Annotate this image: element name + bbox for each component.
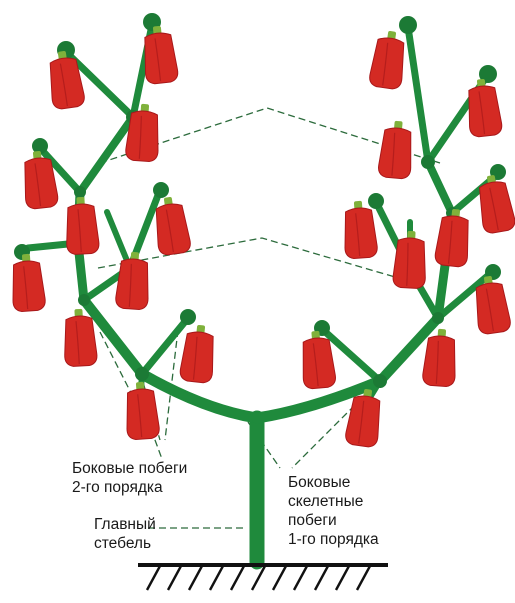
stem-node [432, 312, 444, 324]
ground-hatch [357, 566, 370, 590]
pepper-fruit [465, 77, 503, 137]
pepper-fruit [141, 24, 179, 84]
label-line: 1-го порядка [288, 530, 379, 549]
ground-hatch [210, 566, 223, 590]
ground-hatch [168, 566, 181, 590]
label-lateral-2nd-order: Боковые побеги 2-го порядка [72, 459, 187, 497]
pepper-body [422, 335, 458, 387]
stem-node [135, 367, 149, 381]
ground-hatch [315, 566, 328, 590]
pepper-fruit [124, 381, 160, 440]
pepper-fruit [434, 207, 472, 267]
stem-node [74, 186, 86, 198]
label-line: побеги [288, 511, 379, 530]
pepper-body [393, 237, 428, 289]
stem-node [399, 16, 417, 34]
ground-hatch [189, 566, 202, 590]
pepper-fruit [368, 29, 408, 90]
pepper-fruit [46, 49, 86, 110]
stem-node [368, 193, 384, 209]
pepper-body [65, 203, 100, 255]
pepper-body [63, 315, 98, 367]
stem-node [180, 309, 196, 325]
pepper-fruit [342, 200, 378, 259]
pepper-fruit [422, 328, 458, 387]
stem-node [421, 155, 435, 169]
pepper-fruit [378, 120, 415, 180]
label-line: Боковые [288, 473, 379, 492]
label-line: 2-го порядка [72, 478, 187, 497]
label-line: Главный [94, 515, 156, 534]
label-line: скелетные [288, 492, 379, 511]
pepper-fruit [179, 323, 217, 383]
pepper-fruit [10, 253, 46, 312]
pepper-body [378, 127, 414, 180]
label-lateral-1st-order: Боковые скелетные побеги 1-го порядка [288, 473, 379, 549]
ground-hatch [294, 566, 307, 590]
ground-hatch [252, 566, 265, 590]
pepper-body [125, 110, 161, 162]
pepper-body [434, 214, 471, 267]
label-main-stem: Главный стебель [94, 515, 156, 553]
ground-symbol [138, 565, 388, 590]
pepper-body [342, 207, 378, 259]
stem-node [373, 374, 387, 388]
ground-hatch [231, 566, 244, 590]
pepper-body [153, 202, 192, 256]
label-line: стебель [94, 534, 156, 553]
pepper-body [115, 258, 151, 310]
pepper-body [10, 260, 46, 312]
pepper-fruit [64, 196, 99, 255]
pepper-body [179, 330, 216, 383]
pepper-fruits [10, 24, 515, 448]
ground-hatch [147, 566, 160, 590]
pepper-body [124, 388, 160, 440]
stem-node [78, 294, 90, 306]
label-line: Боковые побеги [72, 459, 187, 478]
pepper-body [473, 281, 512, 335]
pepper-body [476, 180, 515, 235]
stem-branch [428, 162, 452, 213]
pepper-fruit [475, 173, 515, 235]
stem-node [153, 182, 169, 198]
ground-hatch [336, 566, 349, 590]
ground-hatch [273, 566, 286, 590]
